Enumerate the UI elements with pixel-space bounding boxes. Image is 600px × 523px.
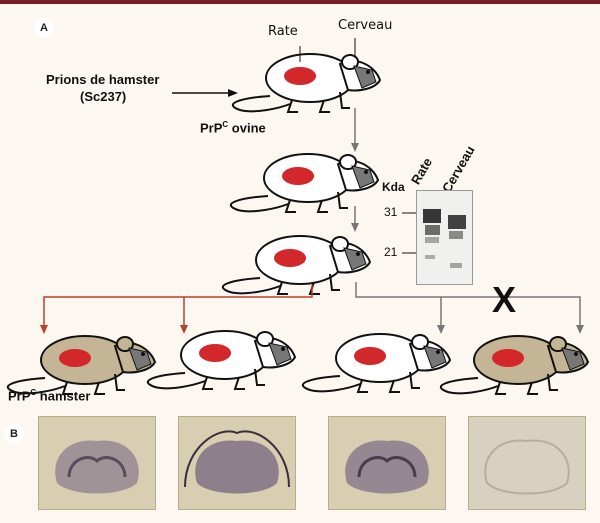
cerveau-label: Cerveau <box>338 18 393 33</box>
red-branch-arrows <box>40 285 313 334</box>
prions-label-line2: (Sc237) <box>80 89 127 104</box>
panel-label-a: A <box>34 18 54 38</box>
western-blot-image <box>416 190 473 285</box>
brain-section-3 <box>328 416 446 510</box>
mouse-white-left <box>146 330 296 390</box>
blot-marker-31: 31 <box>384 205 398 219</box>
top-border-bar <box>0 0 600 4</box>
prpc-ovine-base: PrP <box>200 120 223 136</box>
blot-unit-label: Kda <box>382 180 405 194</box>
mouse-middle <box>229 153 379 213</box>
gray-branch-arrows <box>355 282 584 334</box>
panel-label-b: B <box>4 424 24 444</box>
prpc-hamster-sup: C <box>30 388 37 397</box>
cross-mark: X <box>492 279 517 320</box>
mouse-white-right <box>301 333 451 393</box>
prpc-hamster-rest: hamster <box>36 388 91 404</box>
mouse-third <box>221 235 371 295</box>
prpc-hamster-base: PrP <box>8 388 31 404</box>
brain-section-4 <box>468 416 586 510</box>
prpc-hamster-label: PrPC hamster <box>8 388 90 403</box>
prpc-ovine-sup: C <box>222 120 229 129</box>
arrow-middle-to-third <box>351 206 359 232</box>
brain-section-2 <box>178 416 296 510</box>
blot-marker-21: 21 <box>384 245 398 259</box>
prions-label-line1: Prions de hamster <box>46 72 160 87</box>
mouse-hamster-left <box>6 335 156 395</box>
brain-section-1 <box>38 416 156 510</box>
mouse-top <box>231 53 381 113</box>
arrow-top-to-middle <box>351 108 359 152</box>
prpc-ovine-rest: ovine <box>228 120 266 136</box>
rate-label: Rate <box>268 24 298 39</box>
mouse-hamster-right <box>439 335 589 395</box>
prpc-ovine-label: PrPC ovine <box>200 120 266 135</box>
prions-arrow <box>172 89 238 97</box>
